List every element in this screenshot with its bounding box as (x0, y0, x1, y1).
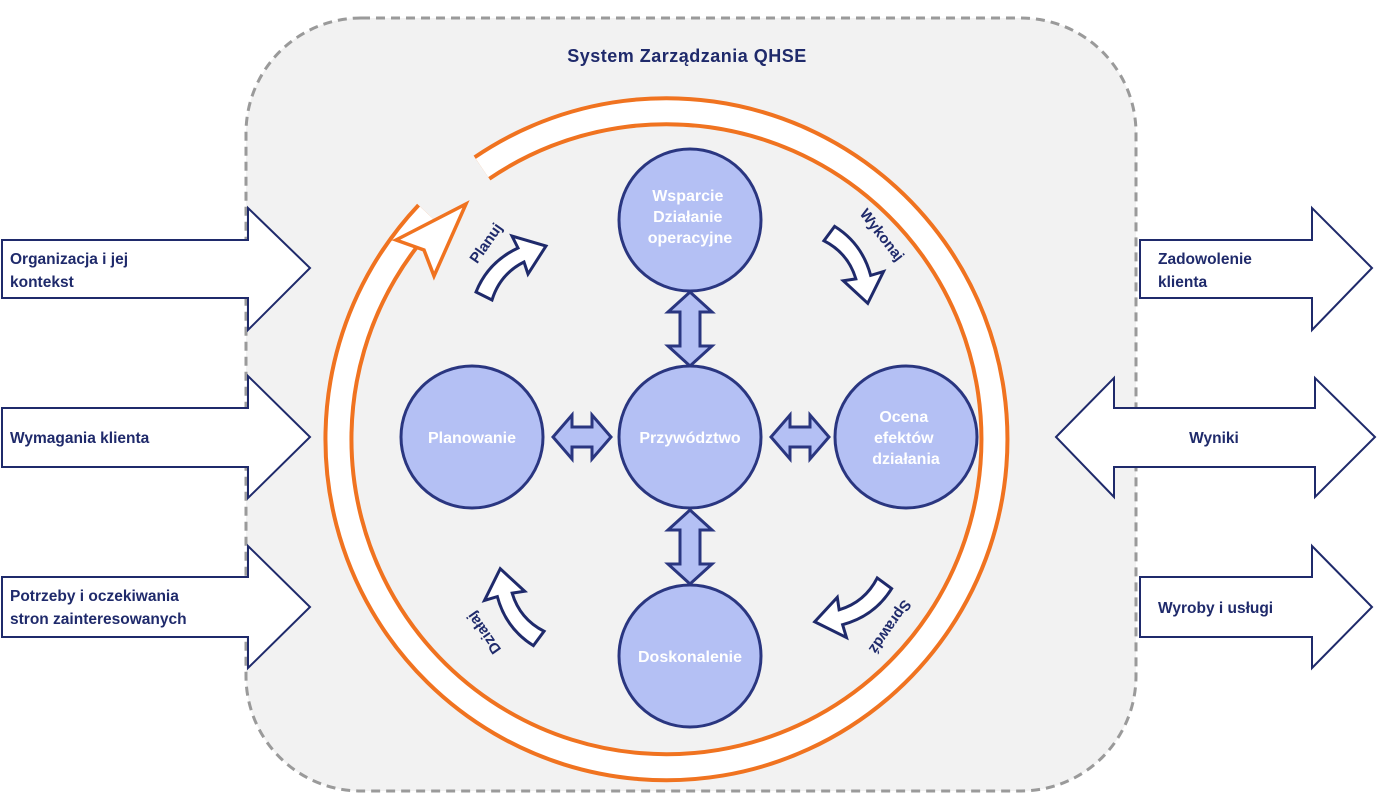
output-arrow-results: Wyniki (1054, 375, 1377, 500)
svg-text:Wsparcie Działanie: Wsparcie Działanie operacyjne (648, 188, 733, 247)
circle-label-line: Planowanie (428, 430, 516, 447)
circle-planning: Planowanie (399, 364, 545, 510)
input-label-line: Potrzeby i oczekiwania (10, 588, 179, 605)
pdca-cycle-ring (323, 96, 1010, 783)
circle-support-operation: Wsparcie Działanie operacyjne (617, 147, 763, 293)
circle-label-line: Ocena (879, 409, 928, 426)
output-label-line: Wyniki (1189, 430, 1239, 447)
circle-label-line: operacyjne (648, 230, 733, 247)
circle-label-line: Przywództwo (639, 430, 741, 447)
input-label-line: Wymagania klienta (10, 430, 150, 447)
output-arrow-customer-satisfaction: Zadowolenie klienta (1139, 205, 1374, 333)
input-label-line: kontekst (10, 274, 74, 291)
output-label-line: klienta (1158, 274, 1207, 291)
system-title: System Zarządzania QHSE (567, 46, 807, 66)
svg-text:Potrzeby i oczekiwania s: Potrzeby i oczekiwania stron zainteresow… (10, 588, 187, 628)
circle-performance-evaluation: Ocena efektów działania (833, 364, 979, 510)
circle-leadership: Przywództwo (617, 364, 763, 510)
output-label-line: Wyroby i usługi (1158, 600, 1273, 617)
circle-improvement: Doskonalenie (617, 583, 763, 729)
circle-label-line: Wsparcie (652, 188, 723, 205)
svg-text:Ocena efektów dzia: Ocena efektów działania (872, 409, 940, 468)
input-arrow-customer-requirements: Wymagania klienta (1, 373, 312, 501)
input-label-line: Organizacja i jej (10, 251, 128, 268)
input-arrow-stakeholder-needs: Potrzeby i oczekiwania stron zainteresow… (1, 543, 312, 671)
circle-label-line: Działanie (653, 209, 722, 226)
circle-label-line: efektów (874, 430, 934, 447)
circle-label-line: Doskonalenie (638, 649, 742, 666)
input-label-line: stron zainteresowanych (10, 611, 187, 628)
input-arrow-organization: Organizacja i jej kontekst (1, 205, 312, 333)
output-arrow-products-services: Wyroby i usługi (1139, 543, 1374, 671)
circle-label-line: działania (872, 451, 940, 468)
output-label-line: Zadowolenie (1158, 251, 1252, 268)
svg-text:Organizacja i jej kontek: Organizacja i jej kontekst (10, 251, 132, 291)
svg-text:Zadowolenie klienta: Zadowolenie klienta (1158, 251, 1256, 291)
